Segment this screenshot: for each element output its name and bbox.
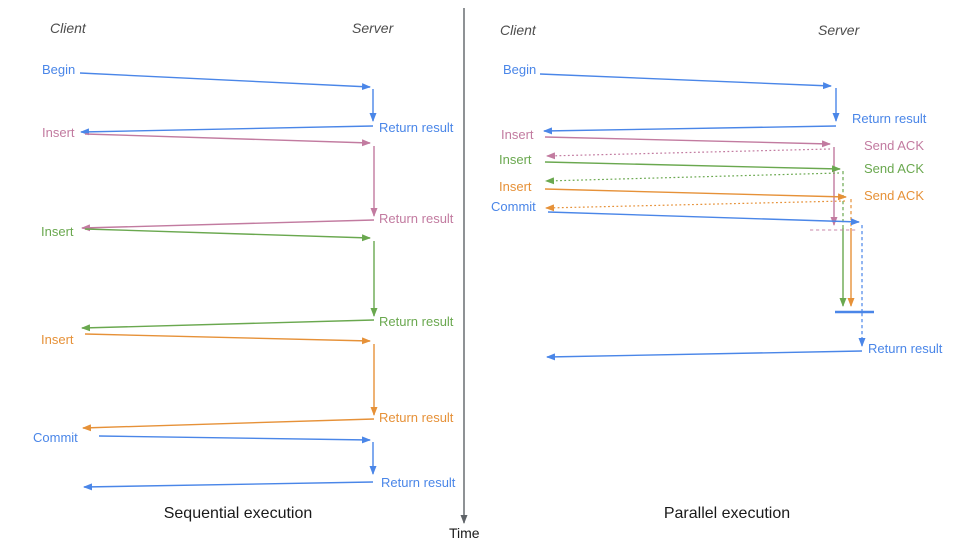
left-return-4: Return result xyxy=(379,410,454,425)
right-server-header: Server xyxy=(818,22,860,38)
message-line xyxy=(81,219,375,232)
message-line xyxy=(546,148,831,160)
right-insert-3-label: Insert xyxy=(499,179,532,194)
message-line xyxy=(84,133,371,147)
message-line xyxy=(83,481,374,491)
right-commit-label: Commit xyxy=(491,199,536,214)
right-insert-1-label: Insert xyxy=(501,127,534,142)
left-return-3: Return result xyxy=(379,314,454,329)
right-ack-2: Send ACK xyxy=(864,161,924,176)
message-line xyxy=(547,211,860,226)
left-return-5: Return result xyxy=(381,475,456,490)
right-ack-3: Send ACK xyxy=(864,188,924,203)
message-line xyxy=(545,200,846,212)
left-insert-3-label: Insert xyxy=(41,332,74,347)
left-insert-1-label: Insert xyxy=(42,125,75,140)
message-line xyxy=(79,72,371,91)
left-caption: Sequential execution xyxy=(163,505,313,522)
left-begin-label: Begin xyxy=(42,62,76,77)
left-return-2: Return result xyxy=(379,211,454,226)
message-line xyxy=(84,228,371,242)
message-line xyxy=(81,319,375,332)
left-insert-2-label: Insert xyxy=(41,224,74,239)
message-line xyxy=(546,350,863,361)
right-ack-1: Send ACK xyxy=(864,138,924,153)
message-line xyxy=(544,188,847,201)
left-server-header: Server xyxy=(352,20,394,36)
right-return-1: Return result xyxy=(852,111,927,126)
right-begin-label: Begin xyxy=(503,62,537,77)
left-client-header: Client xyxy=(50,20,86,36)
message-line xyxy=(543,125,837,135)
message-line xyxy=(84,333,371,345)
message-line xyxy=(539,73,832,90)
right-client-header: Client xyxy=(500,22,536,38)
left-commit-label: Commit xyxy=(33,430,78,445)
message-line xyxy=(80,125,374,136)
message-line xyxy=(98,435,371,444)
right-insert-2-label: Insert xyxy=(499,152,532,167)
right-caption: Parallel execution xyxy=(663,505,791,522)
right-final-return: Return result xyxy=(868,341,943,356)
left-return-1: Return result xyxy=(379,120,454,135)
message-line xyxy=(544,161,841,173)
message-line xyxy=(545,172,840,185)
time-axis-label: Time xyxy=(449,525,480,541)
message-line xyxy=(544,136,831,148)
message-line xyxy=(82,418,375,432)
